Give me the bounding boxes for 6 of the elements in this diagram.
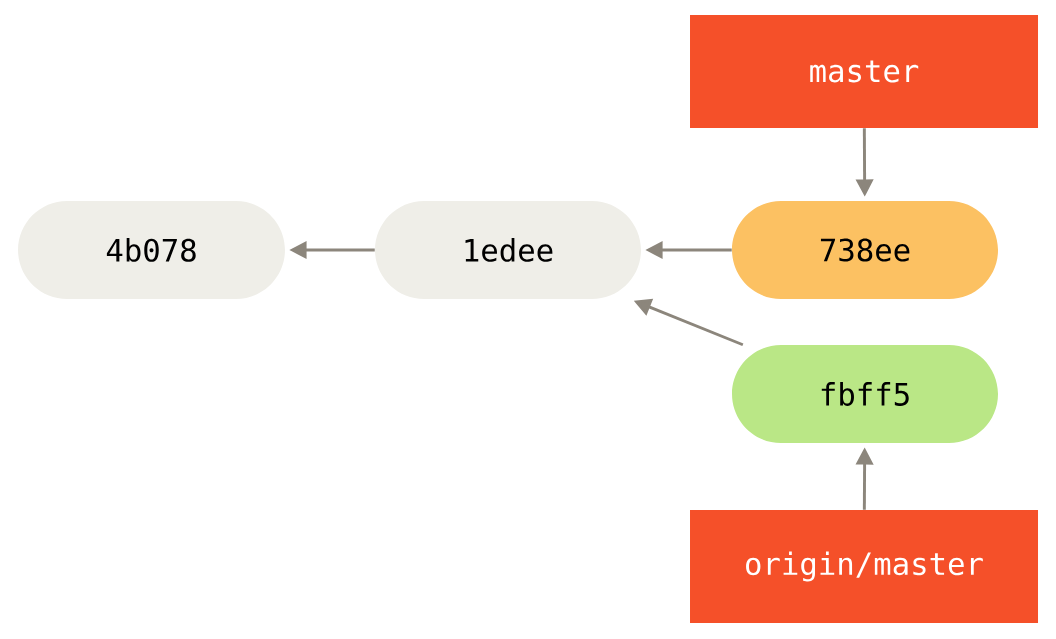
commit-pill: 1edee bbox=[375, 201, 641, 299]
branch-label-box: master bbox=[690, 14, 1038, 129]
commit-pill: fbff5 bbox=[732, 345, 998, 443]
branch-label-box: origin/master bbox=[690, 509, 1038, 624]
commit-pill: 4b078 bbox=[18, 201, 285, 299]
commit-pill: 738ee bbox=[732, 201, 998, 299]
